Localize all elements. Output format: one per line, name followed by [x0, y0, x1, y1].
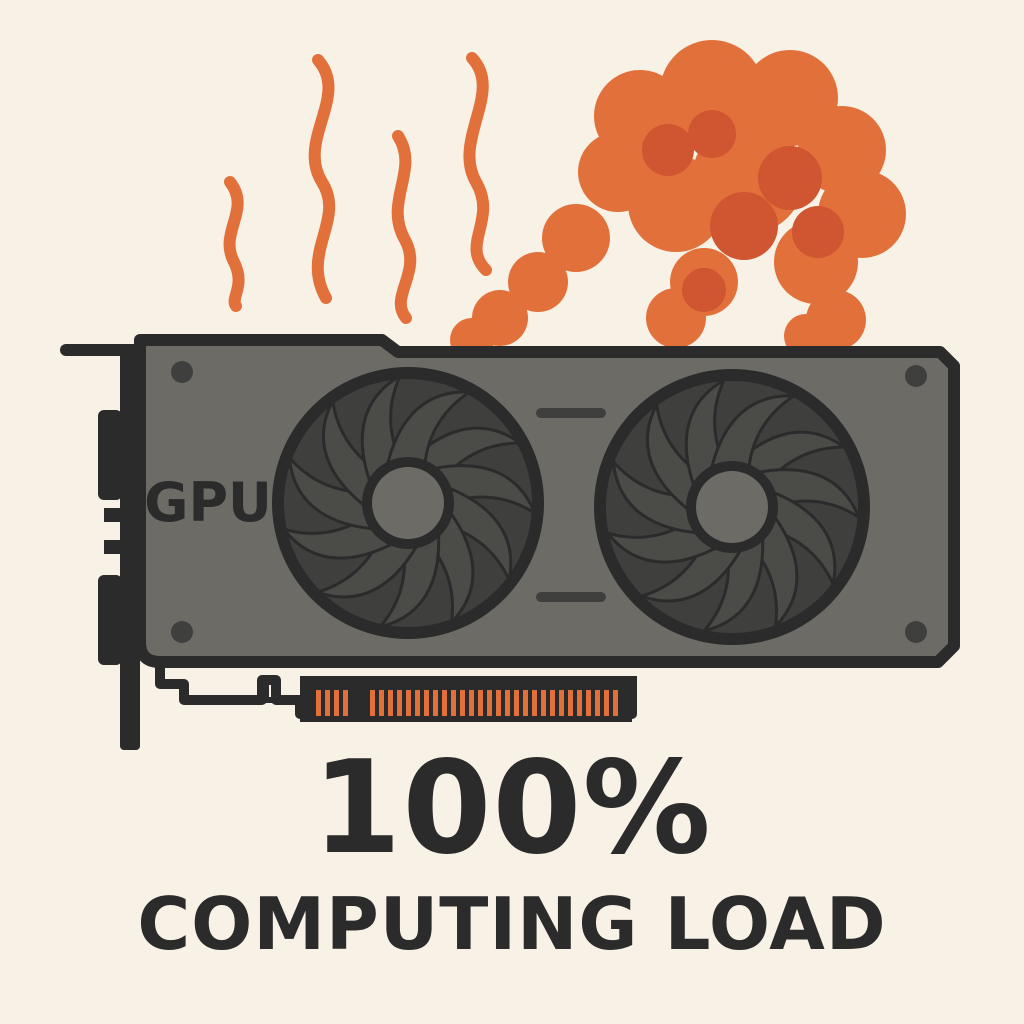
heat-waves-icon [223, 52, 492, 324]
connector-pin [568, 690, 573, 716]
graphics-card-icon: GPU [134, 334, 960, 722]
screw [171, 361, 927, 643]
fan-left [272, 367, 544, 639]
io-bracket [60, 344, 148, 750]
connector-pin [604, 690, 609, 716]
connector-pin [397, 690, 402, 716]
connector-pin [478, 690, 483, 716]
load-value: 100% [312, 734, 712, 883]
connector-pin [406, 690, 411, 716]
connector-pin [559, 690, 564, 716]
connector-pin [334, 690, 339, 716]
connector-pin [451, 690, 456, 716]
connector-pin [424, 690, 429, 716]
fan-blade [384, 390, 475, 472]
connector-pin [388, 690, 393, 716]
connector-pin [586, 690, 591, 716]
load-label: COMPUTING LOAD [137, 882, 887, 966]
connector-pin [577, 690, 582, 716]
card-label: GPU [144, 471, 272, 534]
connector-pin [316, 690, 321, 716]
connector-pin [370, 690, 375, 716]
connector-pin [343, 690, 348, 716]
connector-pin [514, 690, 519, 716]
pcie-connector [300, 676, 632, 722]
connector-pin [613, 690, 618, 716]
smoke-cloud-icon [450, 40, 906, 362]
connector-pin [541, 690, 546, 716]
fan-blade [708, 394, 799, 476]
connector-pin [460, 690, 465, 716]
connector-pin [442, 690, 447, 716]
connector-pin [469, 690, 474, 716]
connector-pin [433, 690, 438, 716]
connector-pin [532, 690, 537, 716]
connector-pin [550, 690, 555, 716]
connector-pin [496, 690, 501, 716]
connector-pin [523, 690, 528, 716]
connector-pin [505, 690, 510, 716]
connector-pin [415, 690, 420, 716]
connector-pin [595, 690, 600, 716]
fan-right [594, 369, 870, 645]
connector-pin [487, 690, 492, 716]
connector-pin [325, 690, 330, 716]
connector-pin [379, 690, 384, 716]
